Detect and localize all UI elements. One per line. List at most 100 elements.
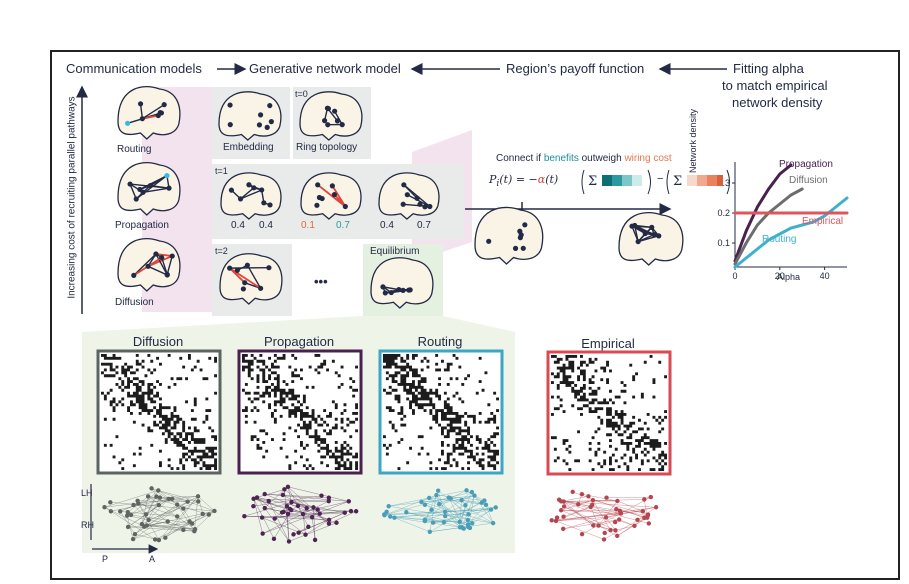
brain-outline <box>218 91 282 141</box>
brain-outline <box>474 206 544 265</box>
matrix-cells <box>383 354 499 470</box>
brain-node <box>325 122 331 128</box>
brain-node <box>257 112 264 118</box>
brain-node <box>227 122 233 128</box>
brain-node <box>131 272 137 278</box>
brain-node <box>635 238 641 245</box>
network-node <box>388 514 393 519</box>
brain-node <box>267 102 273 109</box>
brain-node <box>240 286 246 292</box>
chart-x-tick-label: 20 <box>775 271 785 281</box>
network-node <box>483 502 489 508</box>
brain-node <box>266 265 272 271</box>
brain-payoff-sparse <box>474 206 544 265</box>
network-node <box>430 520 436 525</box>
brain-node <box>164 272 170 278</box>
brain-node <box>324 105 331 111</box>
matrix-cells <box>551 355 667 471</box>
network-node <box>613 528 618 533</box>
network-node <box>131 502 136 508</box>
network-node <box>635 517 640 523</box>
brain-t2 <box>219 253 283 305</box>
brain-node <box>264 124 270 130</box>
chart-series-label-empirical: Empirical <box>802 216 843 227</box>
network-node <box>560 526 566 532</box>
payoff-value-1b: 0.4 <box>259 220 273 231</box>
network-node <box>558 508 564 513</box>
brain-edge <box>634 224 652 229</box>
network-node <box>157 495 163 500</box>
brain-t1-a <box>220 172 282 220</box>
network-node <box>309 514 315 520</box>
network-node <box>254 495 260 500</box>
network-node <box>457 519 462 524</box>
brain-node <box>259 187 265 193</box>
brain-node <box>251 185 257 191</box>
brain-node <box>159 254 165 261</box>
network-node <box>616 517 622 522</box>
network-node <box>142 524 147 529</box>
network-node <box>181 527 186 533</box>
chart-x-tick-label: 40 <box>820 271 830 281</box>
brain-edge <box>133 253 157 276</box>
chart-series-label-diffusion: Diffusion <box>789 175 828 186</box>
network-node <box>282 487 287 492</box>
network-node <box>192 527 198 532</box>
model-label-routing: Routing <box>117 144 152 155</box>
brain-node <box>314 202 320 208</box>
network-node <box>334 520 339 525</box>
network-node <box>195 494 201 499</box>
network-node <box>251 503 256 509</box>
brain-node <box>228 187 235 193</box>
brain-node <box>319 195 325 202</box>
header-generative-network-model: Generative network model <box>249 61 401 76</box>
brain-edge <box>637 233 655 243</box>
network-node <box>165 519 170 524</box>
formula-alpha-t: (t) <box>545 173 559 186</box>
brain-node <box>242 280 248 286</box>
network-node <box>132 531 138 537</box>
network-node <box>482 498 487 503</box>
network-node <box>604 495 609 500</box>
chart-series-propagation <box>733 163 793 263</box>
network-edges <box>551 491 657 540</box>
network-node <box>419 499 424 505</box>
brain-node <box>334 118 341 124</box>
payoff-rule: Connect if benefits outweigh wiring cost <box>496 153 672 164</box>
network-node <box>348 508 354 514</box>
brain-node <box>246 182 252 188</box>
network-node <box>260 531 265 536</box>
embedding-label: Embedding <box>223 142 274 153</box>
network-node <box>285 511 291 517</box>
brain-node <box>329 183 335 189</box>
brain-node <box>256 122 263 128</box>
brain-edge <box>634 225 639 242</box>
network-node <box>149 486 154 491</box>
brain-node <box>400 201 406 207</box>
network-node <box>271 536 277 542</box>
matrix-title-empirical: Empirical <box>581 336 635 351</box>
network-node <box>642 497 647 502</box>
brain-edge <box>240 187 255 200</box>
chart-series-label-routing: Routing <box>762 234 796 245</box>
network-node <box>266 498 271 504</box>
network-node <box>342 510 347 515</box>
network-node <box>615 533 620 539</box>
network-node <box>646 521 652 526</box>
network-node <box>590 502 595 508</box>
network-node <box>196 499 201 504</box>
network-node <box>653 505 659 510</box>
brain-node <box>512 245 519 251</box>
network-node <box>286 539 292 544</box>
network-node <box>579 492 585 497</box>
brain-node <box>322 118 328 124</box>
brain-node <box>404 192 410 198</box>
network-node <box>549 518 554 523</box>
t0-label: t=0 <box>295 89 308 99</box>
cost-axis-label: Increasing cost of recruiting parallel p… <box>66 96 78 299</box>
brain-node <box>125 120 131 126</box>
brain-node <box>315 182 321 188</box>
brain-node <box>331 191 338 198</box>
network-node <box>591 523 596 528</box>
brain-node <box>261 200 267 206</box>
